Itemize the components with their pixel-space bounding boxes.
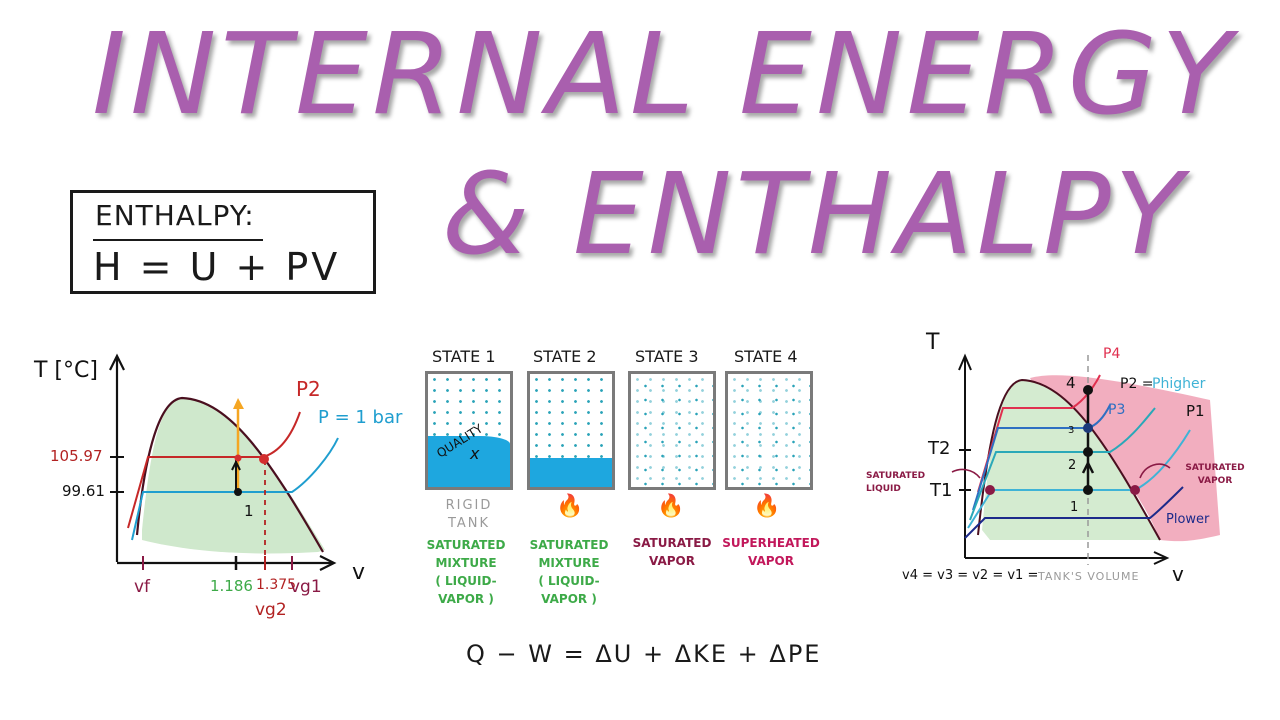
left-tv-diagram — [109, 353, 339, 571]
left-isobar-1bar-label: P = 1 bar — [318, 407, 403, 428]
enthalpy-label: ENTHALPY: — [95, 199, 255, 232]
state-4-caption: SUPERHEATED VAPOR — [722, 536, 820, 568]
rigid-tank-note: RIGID TANK — [445, 498, 493, 531]
state-point-4-label: 4 — [1066, 374, 1076, 392]
state-3-title: STATE 3 — [635, 347, 699, 366]
isobar-p4-label: P4 — [1103, 346, 1121, 362]
tank-state-1: QUALITY x — [425, 371, 513, 490]
right-y-tick-t1: T1 — [930, 480, 953, 501]
quality-symbol: x — [470, 444, 480, 463]
enthalpy-definition-box: ENTHALPY: H = U + PV — [70, 190, 376, 294]
underline — [93, 239, 263, 241]
left-y-tick-99: 99.61 — [62, 482, 105, 500]
saturation-dome-fill — [982, 380, 1160, 540]
state-3-caption: SATURATED VAPOR — [632, 536, 712, 568]
left-x-sublabel-vg2: vg2 — [255, 600, 287, 620]
enthalpy-formula: H = U + PV — [93, 245, 341, 289]
isobar-p4 — [977, 374, 1101, 493]
state-point-1-label: 1 — [1070, 500, 1079, 515]
state-2-title: STATE 2 — [533, 347, 597, 366]
title-line-1: INTERNAL ENERGY — [92, 10, 1236, 140]
flame-icon: 🔥 — [657, 494, 685, 519]
flame-icon: 🔥 — [753, 494, 781, 519]
volume-equation: v4 = v3 = v2 = v1 = — [902, 568, 1039, 583]
tank-volume-note: TANK'S VOLUME — [1038, 570, 1140, 583]
right-x-axis-label: v — [1172, 562, 1184, 586]
left-x-tick-1375: 1.375 — [256, 577, 297, 593]
isobar-phigher-label: Phigher — [1152, 376, 1206, 392]
liquid-level — [428, 436, 510, 487]
first-law-equation: Q − W = ΔU + ΔKE + ΔPE — [466, 640, 822, 668]
left-x-axis-label: v — [352, 560, 366, 585]
right-y-axis-label: T — [926, 330, 940, 355]
left-point-1-label: 1 — [244, 502, 254, 520]
isobar-p-lower — [964, 486, 1184, 539]
isobar-1bar — [131, 437, 339, 541]
tank-state-2 — [527, 371, 615, 490]
state-4-title: STATE 4 — [734, 347, 798, 366]
isobar-p2-higher — [969, 407, 1156, 521]
tank-state-3 — [628, 371, 716, 490]
left-x-tick-vf: vf — [134, 577, 151, 597]
left-y-axis-label: T [°C] — [34, 358, 98, 383]
isobar-plower-label: Plower — [1166, 512, 1210, 527]
state-1-title: STATE 1 — [432, 347, 496, 366]
saturated-vapor-annotation: SATURATED VAPOR — [1185, 463, 1245, 486]
liquid-level — [530, 457, 612, 487]
flame-icon: 🔥 — [556, 494, 584, 519]
right-tv-diagram — [951, 353, 1220, 565]
title-line-2: & ENTHALPY — [442, 150, 1188, 280]
left-isobar-p2-label: P2 — [296, 377, 321, 401]
isobar-p2-label: P2 = — [1120, 376, 1154, 392]
state-point-3-label: 3 — [1068, 425, 1075, 436]
state-1-caption: SATURATED MIXTURE ( LIQUID- VAPOR ) — [426, 538, 506, 606]
tank-state-4 — [725, 371, 813, 490]
isobar-p3-label: P3 — [1108, 402, 1126, 418]
left-y-tick-105: 105.97 — [50, 447, 103, 465]
state-2-caption: SATURATED MIXTURE ( LIQUID- VAPOR ) — [529, 538, 609, 606]
left-x-tick-vg1: vg1 — [290, 577, 322, 597]
isobar-p1-label: P1 — [1186, 402, 1205, 420]
left-x-tick-1186: 1.186 — [210, 577, 253, 595]
saturated-liquid-annotation: SATURATED LIQUID — [866, 471, 926, 494]
saturation-dome-fill — [142, 398, 325, 554]
right-y-tick-t2: T2 — [928, 438, 951, 459]
state-point-2-label: 2 — [1068, 458, 1077, 473]
